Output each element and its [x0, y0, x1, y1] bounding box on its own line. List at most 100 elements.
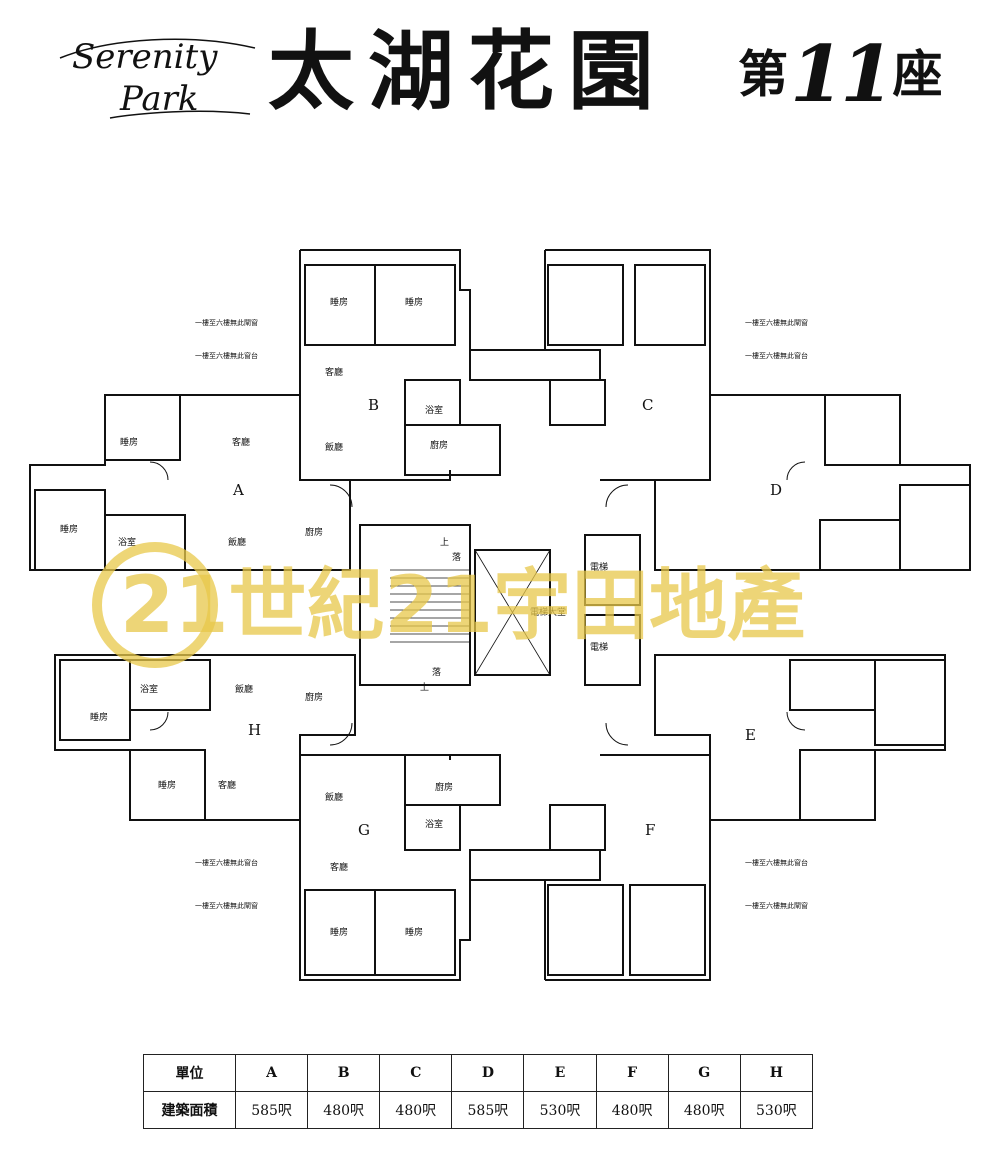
room-label: 飯廳 [228, 536, 246, 548]
note-floor-window: 一樓至六樓無此閘窗 [195, 318, 258, 327]
unit-a-bedroom [104, 394, 181, 461]
room-label: 電梯 [590, 561, 608, 573]
area-cell: 585呎 [451, 1091, 525, 1129]
unit-e-bedroom-2 [799, 749, 876, 821]
unit-f-outline [544, 754, 711, 981]
room-label: 浴室 [140, 683, 158, 695]
room-label: 浴室 [425, 404, 443, 416]
room-label: 飯廳 [235, 683, 253, 695]
unit-a-bath [104, 514, 186, 571]
block-prefix: 第 [738, 45, 788, 104]
room-label: 客廳 [325, 366, 343, 378]
area-cell: 530呎 [523, 1091, 597, 1129]
lift-lobby [474, 549, 551, 676]
area-cell: 480呎 [595, 1091, 669, 1129]
unit-label-c: C [642, 396, 653, 414]
unit-d-bedroom [824, 394, 901, 466]
room-label: 客廳 [218, 779, 236, 791]
unit-d-bedroom-2 [899, 484, 971, 571]
room-label: 電梯大堂 [530, 606, 566, 618]
area-cell: 530呎 [739, 1091, 814, 1129]
unit-cell: C [379, 1054, 453, 1092]
area-table: 單位 A B C D E F G H 建築面積 585呎 480呎 480呎 5… [143, 1054, 814, 1129]
room-label: 浴室 [425, 818, 443, 830]
room-label: 廚房 [305, 526, 323, 538]
note-bay-window: 一樓至六樓無此窗台 [745, 351, 808, 360]
unit-cell: F [595, 1054, 669, 1092]
room-label: 睡房 [158, 779, 176, 791]
room-label: 飯廳 [325, 441, 343, 453]
area-header: 建築面積 [143, 1091, 236, 1129]
unit-e-bedroom [874, 659, 946, 746]
unit-cell: G [667, 1054, 741, 1092]
unit-e-bath [789, 659, 876, 711]
room-label: 睡房 [90, 711, 108, 723]
unit-f-bedroom-2 [629, 884, 706, 976]
room-label: 客廳 [330, 861, 348, 873]
room-label: 電梯 [590, 641, 608, 653]
unit-c-bedroom-1 [547, 264, 624, 346]
unit-label-g: G [358, 821, 370, 839]
page-title: 太湖花園 [268, 21, 668, 122]
block-title: 第11座 [738, 34, 943, 115]
area-cell: 585呎 [234, 1091, 309, 1129]
note-bay-window: 一樓至六樓無此窗台 [195, 351, 258, 360]
room-label: 浴室 [118, 536, 136, 548]
area-cell: 480呎 [667, 1091, 741, 1129]
note-floor-window: 一樓至六樓無此閘窗 [745, 901, 808, 910]
unit-b-outline [299, 249, 601, 481]
block-number: 11 [790, 28, 895, 120]
unit-g-kitchen [404, 754, 501, 806]
unit-cell: B [307, 1054, 381, 1092]
area-table-area-row: 建築面積 585呎 480呎 480呎 585呎 530呎 480呎 480呎 … [143, 1091, 814, 1129]
unit-cell: E [523, 1054, 597, 1092]
room-label: 睡房 [330, 926, 348, 938]
unit-b-bedroom-2 [374, 264, 456, 346]
unit-c-outline [544, 249, 711, 481]
room-label: 睡房 [330, 296, 348, 308]
note-floor-window: 一樓至六樓無此閘窗 [195, 901, 258, 910]
block-suffix: 座 [892, 45, 943, 104]
area-cell: 480呎 [379, 1091, 453, 1129]
unit-label-b: B [368, 396, 379, 414]
unit-label-h: H [248, 721, 261, 739]
room-label: 廚房 [305, 691, 323, 703]
room-label: 睡房 [405, 926, 423, 938]
unit-label-e: E [745, 726, 756, 744]
unit-header: 單位 [143, 1054, 236, 1092]
lift-2 [584, 614, 641, 686]
unit-b-bath [404, 379, 461, 426]
note-floor-window: 一樓至六樓無此閘窗 [745, 318, 808, 327]
lift-1 [584, 534, 641, 606]
room-label: 廚房 [430, 439, 448, 451]
unit-a-outline [29, 394, 351, 571]
unit-d-outline [654, 394, 971, 571]
serenity-park-logo: Serenity Park [59, 37, 256, 119]
room-label: 睡房 [405, 296, 423, 308]
unit-c-bath [549, 379, 606, 426]
room-label: 睡房 [120, 436, 138, 448]
unit-b-kitchen [404, 424, 501, 476]
room-label: 廚房 [435, 781, 453, 793]
room-label: 客廳 [232, 436, 250, 448]
stair-core [359, 524, 471, 686]
unit-cell: H [739, 1054, 814, 1092]
floor-plan: A B C D E F G H 睡房 睡房 客廳 飯廳 浴室 廚房 睡房 客廳 … [29, 249, 971, 981]
unit-cell: A [234, 1054, 309, 1092]
unit-d-bath [819, 519, 901, 571]
unit-label-d: D [770, 481, 782, 499]
area-table-unit-row: 單位 A B C D E F G H [143, 1054, 814, 1092]
note-bay-window: 一樓至六樓無此窗台 [195, 858, 258, 867]
room-label: 飯廳 [325, 791, 343, 803]
room-label: 落 [432, 666, 441, 678]
note-bay-window: 一樓至六樓無此窗台 [745, 858, 808, 867]
logo-script-line1: Serenity [72, 37, 218, 77]
room-label: 上 [420, 682, 429, 693]
room-label: 上 [440, 537, 449, 548]
unit-h-bedroom-2 [129, 749, 206, 821]
unit-label-a: A [232, 481, 244, 499]
unit-f-bath [549, 804, 606, 851]
area-cell: 480呎 [307, 1091, 381, 1129]
unit-h-bedroom [59, 659, 131, 741]
unit-c-bedroom-2 [634, 264, 706, 346]
